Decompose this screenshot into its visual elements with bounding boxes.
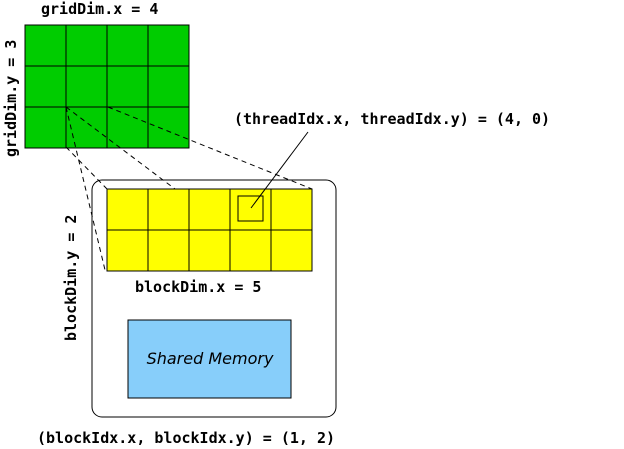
zoom-line-2 <box>65 106 176 190</box>
thread-cell-3-0 <box>229 188 272 231</box>
thread-cell-4-1 <box>270 229 313 272</box>
selected-thread-box <box>237 195 264 222</box>
grid-block-cell-1-1 <box>65 65 108 108</box>
grid-block-cell-2-1 <box>106 65 149 108</box>
grid-block-cell-2-2 <box>106 106 149 149</box>
grid-block-cell-0-2 <box>24 106 67 149</box>
thread-cell-3-1 <box>229 229 272 272</box>
grid-block-cell-0-0 <box>24 24 67 67</box>
thread-idx-label: (threadIdx.x, threadIdx.y) = (4, 0) <box>234 110 550 128</box>
grid-block-cell-3-1 <box>147 65 190 108</box>
thread-cell-1-0 <box>147 188 190 231</box>
grid-dim-x-label: gridDim.x = 4 <box>41 0 158 18</box>
grid-block-cell-1-0 <box>65 24 108 67</box>
grid-dim-y-label: gridDim.y = 3 <box>2 40 20 157</box>
thread-block <box>106 188 313 272</box>
grid-block-cell-0-1 <box>24 65 67 108</box>
grid-block-cell-2-0 <box>106 24 149 67</box>
zoom-line-4 <box>65 146 108 190</box>
thread-cell-2-1 <box>188 229 231 272</box>
grid-block-cell-1-2 <box>65 106 108 149</box>
thread-cell-0-1 <box>106 229 149 272</box>
grid-block-cell-3-0 <box>147 24 190 67</box>
block-dim-x-label: blockDim.x = 5 <box>135 278 261 296</box>
grid-block-cell-3-2 <box>147 106 190 149</box>
zoom-lines <box>65 106 313 271</box>
block-idx-label: (blockIdx.x, blockIdx.y) = (1, 2) <box>37 429 335 447</box>
block-dim-y-label: blockDim.y = 2 <box>62 215 80 341</box>
thread-cell-0-0 <box>106 188 149 231</box>
zoom-line-3 <box>107 106 313 190</box>
thread-pointer-line <box>250 131 309 209</box>
zoom-line-1 <box>65 106 106 271</box>
thread-cell-2-0 <box>188 188 231 231</box>
thread-cell-1-1 <box>147 229 190 272</box>
grid <box>24 24 190 149</box>
thread-cell-4-0 <box>270 188 313 231</box>
shared-memory-box <box>127 319 292 399</box>
shared-memory-label: Shared Memory <box>147 349 274 368</box>
